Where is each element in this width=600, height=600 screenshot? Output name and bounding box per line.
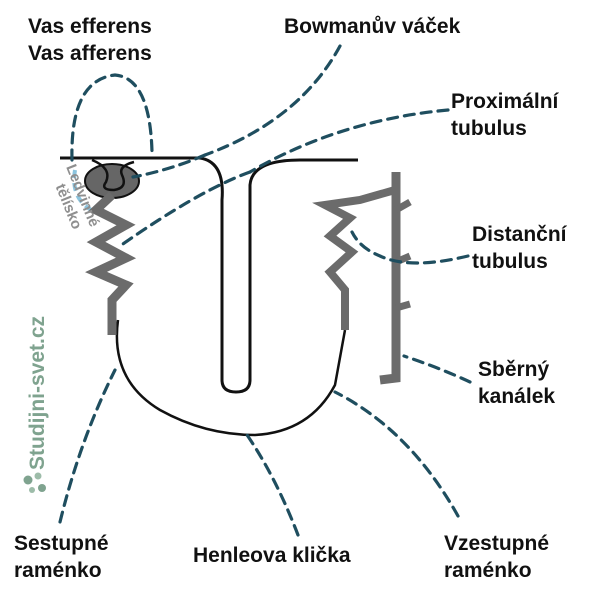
collecting-duct-branch-1 bbox=[394, 198, 412, 214]
label-collecting-line2: kanálek bbox=[478, 385, 556, 408]
bowman-capsule bbox=[84, 163, 140, 199]
label-descending-line2: raménko bbox=[14, 559, 102, 582]
label-henle-loop: Henleova klička bbox=[193, 542, 351, 569]
leader-ascending bbox=[333, 390, 460, 518]
leader-henle bbox=[243, 430, 300, 537]
label-ascending-line2: raménko bbox=[444, 559, 532, 582]
label-bowman: Bowmanův váček bbox=[284, 13, 460, 40]
label-proximal-tubule: Proximální tubulus bbox=[451, 88, 558, 142]
watermark-text: Studijni-svet.cz bbox=[26, 316, 49, 470]
leader-proximal bbox=[248, 108, 450, 174]
leader-descending bbox=[58, 368, 117, 524]
label-henle-text: Henleova klička bbox=[193, 544, 351, 567]
label-bowman-text: Bowmanův váček bbox=[284, 15, 461, 38]
label-descending-limb: Sestupné raménko bbox=[14, 530, 109, 584]
leader-distal bbox=[350, 230, 470, 265]
henle-loop-outer-outline bbox=[60, 156, 358, 394]
label-collecting-duct: Sběrný kanálek bbox=[478, 356, 555, 410]
label-proximal-line1: Proximální bbox=[451, 90, 559, 113]
collecting-duct-branch-3 bbox=[395, 300, 411, 312]
proximal-tubule bbox=[85, 191, 137, 335]
glomerulus-vessels bbox=[91, 158, 135, 192]
leader-collecting bbox=[402, 354, 472, 384]
watermark-dot-4 bbox=[38, 484, 46, 492]
watermark-dot-3 bbox=[29, 487, 35, 493]
watermark-dot-2 bbox=[34, 472, 42, 480]
label-ascending-limb: Vzestupné raménko bbox=[444, 530, 549, 584]
distal-tubule bbox=[312, 186, 397, 330]
watermark-graphic: Studijni-svet.cz bbox=[23, 316, 49, 493]
label-vas-afferens: Vas afferens bbox=[28, 42, 152, 65]
label-distal-tubule: Distanční tubulus bbox=[472, 221, 567, 275]
leader-bowman bbox=[203, 44, 342, 157]
label-ascending-line1: Vzestupné bbox=[444, 532, 550, 555]
collecting-duct bbox=[379, 172, 401, 385]
leader-bowman-2 bbox=[131, 153, 207, 179]
label-collecting-line1: Sběrný bbox=[478, 358, 550, 381]
label-descending-line1: Sestupné bbox=[14, 532, 109, 555]
label-vas-efferens: Vas efferens bbox=[28, 15, 152, 38]
henle-loop-bottom-outline bbox=[115, 319, 347, 437]
watermark: Studijni-svet.cz bbox=[14, 280, 54, 500]
label-distal-line2: tubulus bbox=[472, 250, 548, 273]
leader-vas bbox=[70, 73, 154, 162]
label-vas: Vas efferens Vas afferens bbox=[28, 13, 152, 67]
label-distal-line1: Distanční bbox=[472, 223, 567, 246]
label-proximal-line2: tubulus bbox=[451, 117, 527, 140]
leader-proximal-2 bbox=[118, 170, 252, 248]
watermark-dot-1 bbox=[23, 475, 33, 485]
